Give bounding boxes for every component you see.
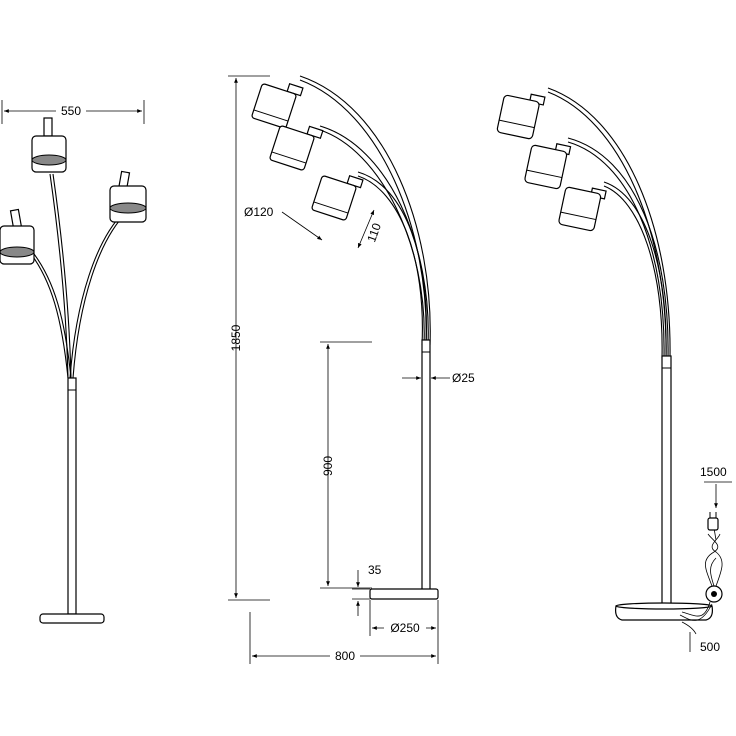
total-height-dimension: 1850: [228, 75, 270, 601]
right-shade-3: [558, 186, 607, 232]
right-shade-2: [524, 143, 572, 190]
shade-height-label: 110: [364, 221, 384, 244]
cable-1500-dimension: 1500: [700, 465, 732, 508]
depth-dimension: 800: [249, 612, 439, 664]
side-base: [369, 588, 439, 600]
height-900-label: 900: [321, 456, 335, 476]
power-cable: [679, 527, 723, 621]
pole-diameter-label: Ø25: [452, 371, 475, 385]
cable-500-label: 500: [700, 640, 720, 654]
shade-height-dimension: 110: [357, 209, 384, 249]
shade-diameter-label: Ø120: [244, 205, 274, 219]
front-arms: [27, 173, 128, 379]
right-base: [615, 602, 713, 621]
side-view: Ø120 110 Ø25 1850: [228, 75, 475, 664]
width-label: 550: [61, 104, 81, 118]
depth-label: 800: [335, 649, 355, 663]
right-view: 1500 500: [496, 87, 732, 654]
side-arms: [299, 75, 431, 346]
right-arms: [547, 87, 671, 359]
cable-1500-label: 1500: [700, 465, 727, 479]
pole-diameter-dimension: Ø25: [402, 371, 475, 385]
front-shade-top: [31, 117, 67, 173]
height-900-dimension: 900: [320, 341, 372, 589]
width-dimension: 550: [1, 100, 145, 124]
front-shade-right: [109, 170, 147, 223]
plug-icon: [707, 512, 719, 531]
front-pole: [67, 377, 77, 615]
side-pole: [421, 339, 431, 591]
base-diameter-dimension: Ø250: [369, 600, 439, 636]
base-height-dimension: 35: [352, 563, 382, 616]
shade-diameter-dimension: Ø120: [244, 205, 323, 241]
front-view: 550: [0, 100, 147, 624]
base-height-label: 35: [368, 563, 382, 577]
front-base: [39, 613, 105, 624]
cable-500-dimension: 500: [681, 621, 720, 654]
right-pole: [661, 355, 672, 607]
total-height-label: 1850: [229, 324, 243, 351]
front-shade-left: [0, 208, 35, 265]
side-shade-2: [269, 125, 324, 171]
right-shade-1: [496, 93, 546, 140]
side-shade-1: [251, 82, 304, 129]
side-shade-3: [311, 174, 364, 221]
base-diameter-label: Ø250: [390, 621, 420, 635]
